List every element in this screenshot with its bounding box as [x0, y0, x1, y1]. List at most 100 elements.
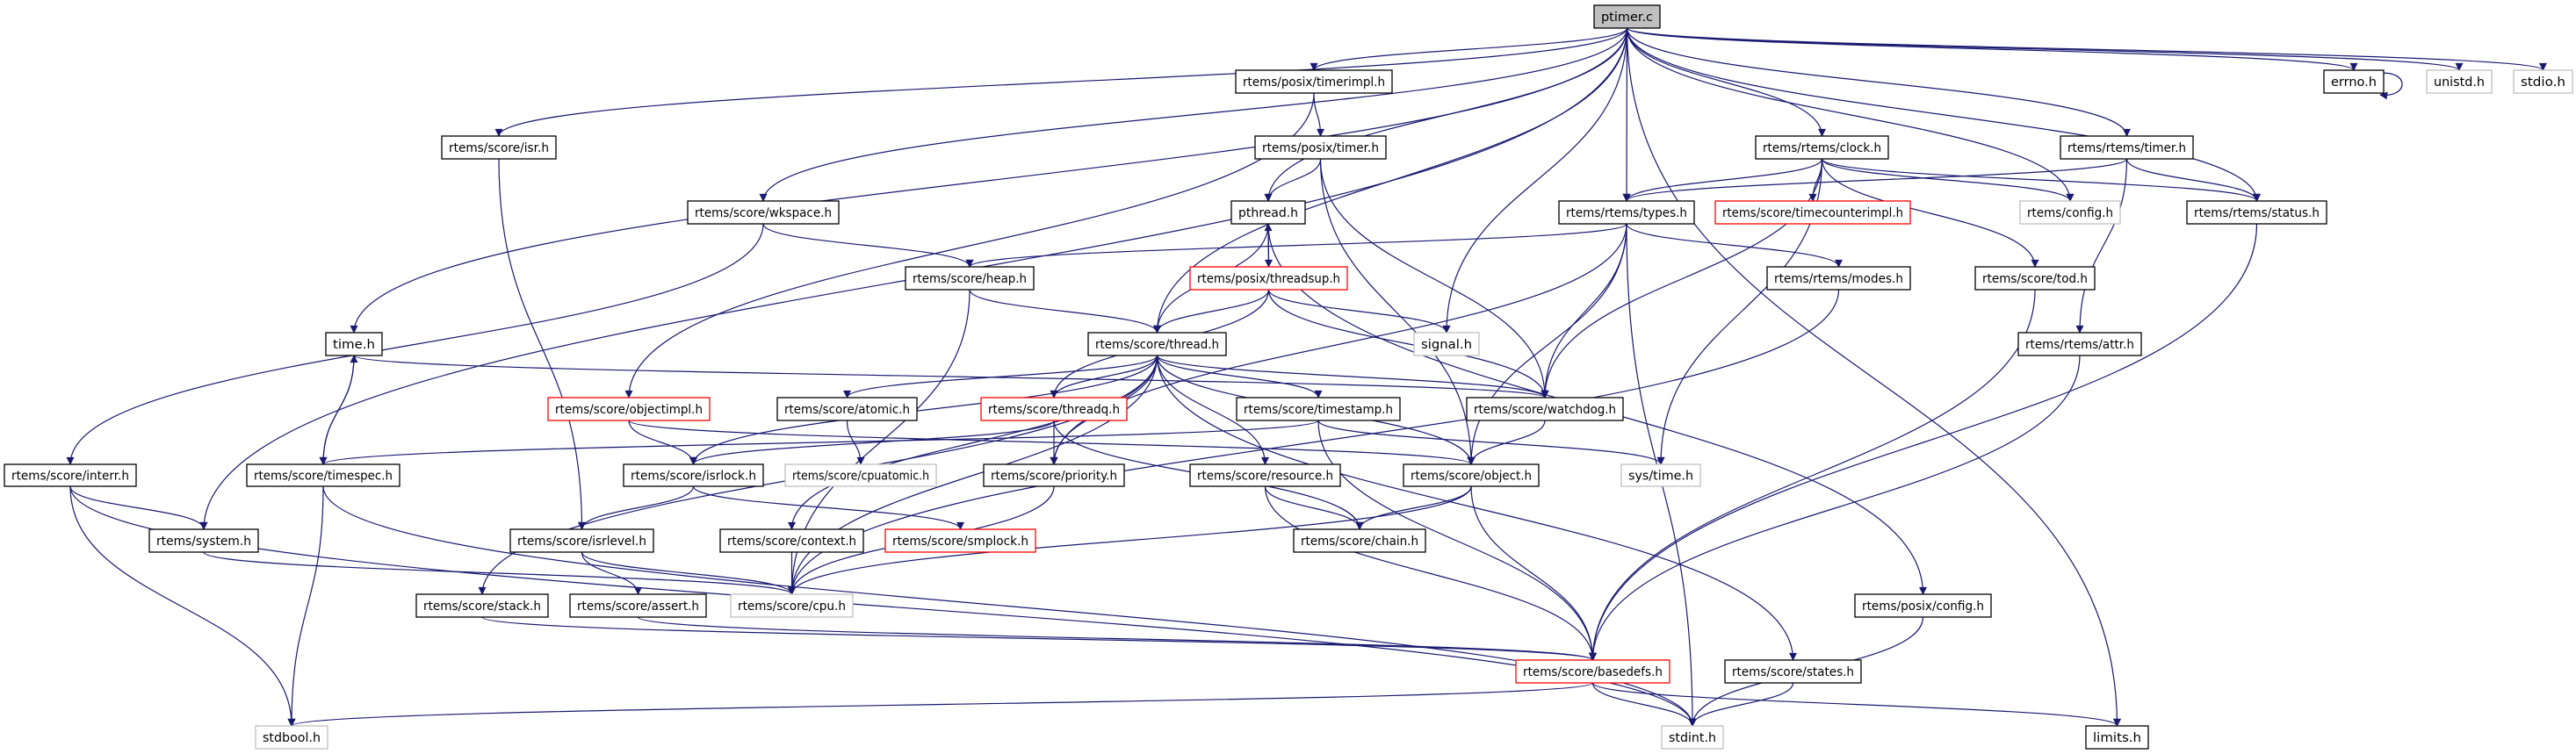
- node-label: rtems/score/interr.h: [11, 470, 129, 484]
- node-errno-h[interactable]: errno.h: [2323, 69, 2385, 94]
- node-rtems-score-object-h[interactable]: rtems/score/object.h: [1403, 463, 1540, 487]
- edge-types-to-object: [1467, 223, 1627, 465]
- node-stdbool-h[interactable]: stdbool.h: [255, 725, 328, 750]
- node-rtems-score-tod-h[interactable]: rtems/score/tod.h: [1974, 266, 2096, 291]
- node-stdio-h[interactable]: stdio.h: [2513, 69, 2573, 94]
- node-box: [246, 463, 400, 487]
- node-rtems-score-atomic-h[interactable]: rtems/score/atomic.h: [776, 397, 918, 421]
- node-label: rtems/rtems/timer.h: [2067, 141, 2186, 155]
- node-rtems-score-smplock-h[interactable]: rtems/score/smplock.h: [884, 528, 1036, 553]
- node-label: time.h: [333, 338, 375, 352]
- node-rtems-score-chain-h[interactable]: rtems/score/chain.h: [1293, 528, 1426, 553]
- node-rtems-score-basedefs-h[interactable]: rtems/score/basedefs.h: [1515, 659, 1670, 684]
- node-label: rtems/score/heap.h: [913, 272, 1027, 286]
- node-rtems-score-interr-h[interactable]: rtems/score/interr.h: [4, 463, 137, 487]
- edge-interr-to-system: [69, 485, 208, 530]
- edge-system-to-cpu: [203, 551, 796, 595]
- node-rtems-score-cpuatomic-h[interactable]: rtems/score/cpuatomic.h: [784, 463, 937, 487]
- node-rtems-posix-timerimpl-h[interactable]: rtems/posix/timerimpl.h: [1235, 69, 1393, 94]
- node-rtems-score-isrlock-h[interactable]: rtems/score/isrlock.h: [623, 463, 764, 487]
- node-rtems-score-thread-h[interactable]: rtems/score/thread.h: [1087, 332, 1227, 356]
- node-rtems-score-resource-h[interactable]: rtems/score/resource.h: [1189, 463, 1341, 487]
- node-rtems-score-heap-h[interactable]: rtems/score/heap.h: [905, 266, 1035, 291]
- node-box: [1558, 200, 1695, 225]
- edge-stack-to-basedefs: [481, 616, 1597, 661]
- node-stdint-h[interactable]: stdint.h: [1661, 725, 1724, 750]
- node-box: [325, 332, 383, 356]
- edge-time-to-watchdog: [353, 355, 1549, 399]
- node-box: [441, 135, 557, 160]
- node-rtems-score-isrlevel-h[interactable]: rtems/score/isrlevel.h: [509, 528, 654, 553]
- node-rtems-score-assert-h[interactable]: rtems/score/assert.h: [569, 593, 707, 618]
- node-pthread-h[interactable]: pthread.h: [1230, 200, 1306, 225]
- node-box: [1593, 4, 1661, 29]
- node-box: [415, 593, 549, 618]
- node-limits-h[interactable]: limits.h: [2085, 725, 2149, 750]
- node-rtems-score-timecounterimpl-h[interactable]: rtems/score/timecounterimpl.h: [1714, 200, 1911, 225]
- edge-thread-to-threadq: [1050, 355, 1158, 399]
- edge-clock-to-types: [1622, 158, 1823, 202]
- node-rtems-score-wkspace-h[interactable]: rtems/score/wkspace.h: [687, 200, 840, 225]
- node-box: [687, 200, 840, 225]
- node-box: [2323, 69, 2385, 94]
- nodes-layer: ptimer.c rtems/posix/timerimpl.h errno.h un…: [4, 4, 2573, 750]
- node-box: [1189, 463, 1341, 487]
- edge-heap-to-thread: [969, 289, 1161, 334]
- edge-threadsup-to-thread: [1153, 289, 1270, 334]
- edge-isrlock-to-isrlevel: [578, 485, 695, 530]
- node-label: rtems/rtems/clock.h: [1763, 141, 1881, 155]
- node-box: [1254, 135, 1387, 160]
- node-rtems-score-watchdog-h[interactable]: rtems/score/watchdog.h: [1466, 397, 1624, 421]
- node-rtems-rtems-timer-h[interactable]: rtems/rtems/timer.h: [2060, 135, 2194, 160]
- node-rtems-score-threadq-h[interactable]: rtems/score/threadq.h: [980, 397, 1128, 421]
- edge-ptimer-to-isr: [494, 27, 1628, 137]
- node-rtems-rtems-status-h[interactable]: rtems/rtems/status.h: [2186, 200, 2327, 225]
- edge-thread-to-timestamp: [1156, 355, 1323, 399]
- node-time-h[interactable]: time.h: [325, 332, 383, 356]
- node-box: [2513, 69, 2573, 94]
- node-rtems-posix-timer-h[interactable]: rtems/posix/timer.h: [1254, 135, 1387, 160]
- node-rtems-score-context-h[interactable]: rtems/score/context.h: [719, 528, 864, 553]
- node-ptimer-c[interactable]: ptimer.c: [1593, 4, 1661, 29]
- node-box: [1515, 659, 1670, 684]
- node-rtems-config-h[interactable]: rtems/config.h: [2019, 200, 2121, 225]
- node-sys-time-h[interactable]: sys/time.h: [1620, 463, 1701, 487]
- node-rtems-rtems-clock-h[interactable]: rtems/rtems/clock.h: [1755, 135, 1889, 160]
- node-box: [2085, 725, 2149, 750]
- node-rtems-score-timespec-h[interactable]: rtems/score/timespec.h: [246, 463, 400, 487]
- node-rtems-rtems-modes-h[interactable]: rtems/rtems/modes.h: [1766, 266, 1911, 291]
- node-box: [1293, 528, 1426, 553]
- edge-thread-to-states: [1156, 355, 1797, 661]
- node-box: [884, 528, 1036, 553]
- node-rtems-posix-threadsup-h[interactable]: rtems/posix/threadsup.h: [1189, 266, 1348, 291]
- node-rtems-score-priority-h[interactable]: rtems/score/priority.h: [983, 463, 1125, 487]
- node-rtems-score-states-h[interactable]: rtems/score/states.h: [1724, 659, 1862, 684]
- node-box: [1413, 332, 1480, 356]
- node-rtems-score-stack-h[interactable]: rtems/score/stack.h: [415, 593, 549, 618]
- edge-object-to-cpu: [788, 485, 1472, 595]
- node-box: [2186, 200, 2327, 225]
- node-rtems-system-h[interactable]: rtems/system.h: [148, 528, 259, 553]
- node-label: rtems/score/isr.h: [449, 141, 549, 155]
- edge-ptimer-to-wkspace: [759, 27, 1628, 202]
- node-unistd-h[interactable]: unistd.h: [2426, 69, 2493, 94]
- node-rtems-posix-config-h[interactable]: rtems/posix/config.h: [1854, 593, 1992, 618]
- node-label: rtems/rtems/attr.h: [2025, 338, 2134, 352]
- edge-isrlevel-to-assert: [581, 551, 642, 595]
- node-box: [1714, 200, 1911, 225]
- node-label: rtems/posix/config.h: [1862, 600, 1984, 614]
- node-rtems-score-timestamp-h[interactable]: rtems/score/timestamp.h: [1236, 397, 1401, 421]
- edge-threadsup-to-signal: [1267, 289, 1451, 334]
- node-label: rtems/score/tod.h: [1982, 272, 2088, 286]
- node-signal-h[interactable]: signal.h: [1413, 332, 1480, 356]
- node-rtems-score-isr-h[interactable]: rtems/score/isr.h: [441, 135, 557, 160]
- node-rtems-rtems-attr-h[interactable]: rtems/rtems/attr.h: [2017, 332, 2142, 356]
- node-rtems-rtems-types-h[interactable]: rtems/rtems/types.h: [1558, 200, 1695, 225]
- node-box: [905, 266, 1035, 291]
- node-rtems-score-cpu-h[interactable]: rtems/score/cpu.h: [730, 593, 854, 618]
- node-box: [2060, 135, 2194, 160]
- node-rtems-score-objectimpl-h[interactable]: rtems/score/objectimpl.h: [547, 397, 711, 421]
- node-label: rtems/score/basedefs.h: [1523, 665, 1663, 679]
- edge-rtimer-to-status: [2125, 158, 2261, 202]
